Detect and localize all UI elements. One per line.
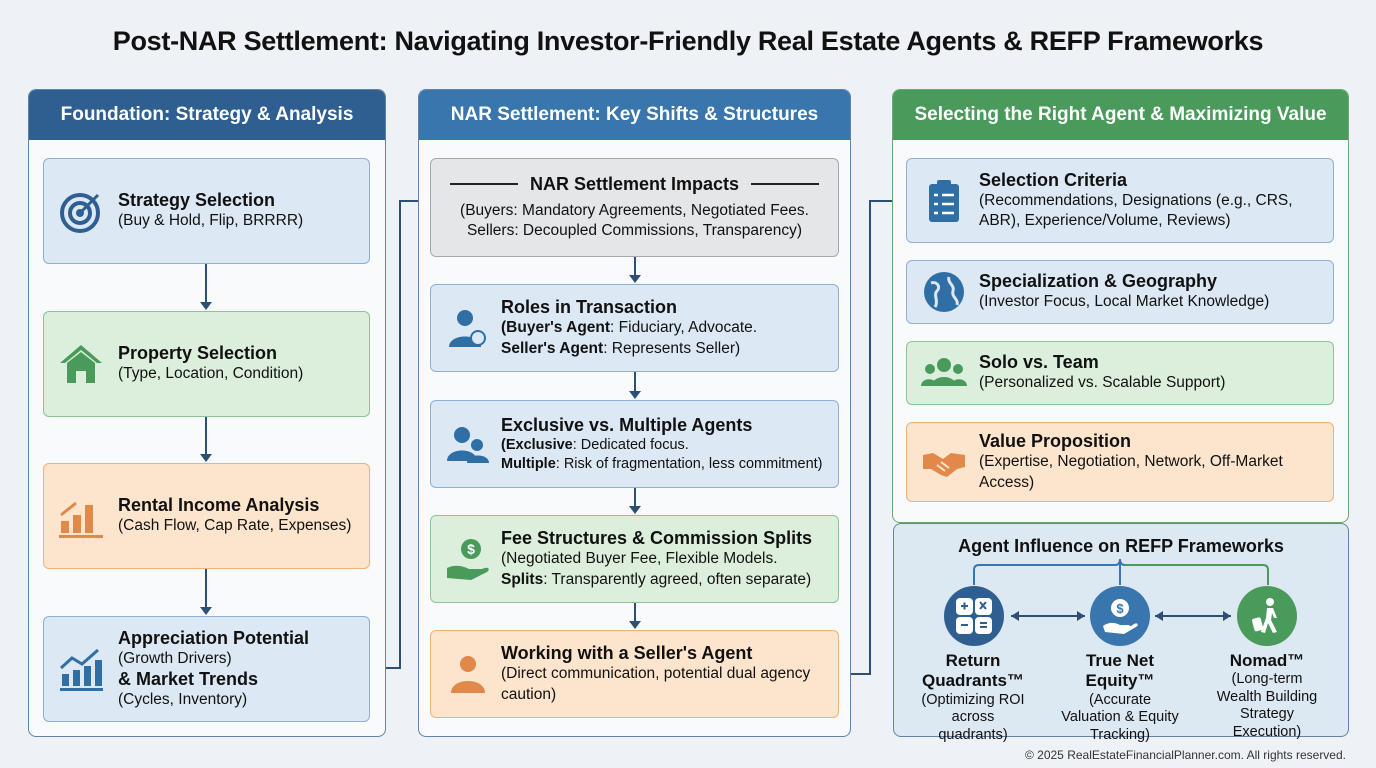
label-bold: Seller's Agent [501, 339, 604, 357]
flow-arrow [629, 257, 641, 283]
card-title: Property Selection [118, 343, 278, 364]
card-title: Rental Income Analysis [118, 495, 320, 516]
card-title: Selection Criteria [979, 169, 1128, 190]
card-title-2: & Market Trends [118, 669, 259, 689]
label-bold: Splits [501, 570, 544, 588]
card-subtitle-2: (Cycles, Inventory) [118, 691, 248, 708]
flow-arrow [629, 603, 641, 629]
flow-arrow [200, 569, 212, 615]
refp-title: Agent Influence on REFP Frameworks [958, 536, 1284, 556]
card-subtitle: (Negotiated Buyer Fee, Flexible Models. [501, 550, 778, 568]
framework-desc: (Accurate Valuation & Equity Tracking) [1061, 691, 1179, 743]
card-subtitle: (Type, Location, Condition) [118, 365, 304, 383]
card-title: Value Proposition [979, 431, 1132, 452]
card-title: Exclusive vs. Multiple Agents [501, 414, 753, 435]
card-title: Specialization & Geography [979, 271, 1218, 292]
column-header: Foundation: Strategy & Analysis [29, 90, 385, 140]
card-subtitle: (Investor Focus, Local Market Knowledge) [979, 293, 1270, 311]
card-exclusive-vs-multiple: Exclusive vs. Multiple Agents(Exclusive:… [430, 400, 839, 488]
label-text: : Fiduciary, Advocate. [610, 319, 758, 337]
nomad-traveler-icon [1237, 586, 1297, 646]
framework-name: Return [945, 651, 1001, 670]
divider-line [449, 183, 518, 186]
house-icon [60, 345, 102, 383]
label-text: : Dedicated focus. [572, 436, 689, 453]
card-title: Fee Structures & Commission Splits [501, 528, 813, 549]
card-subtitle: (Direct communication, potential dual ag… [501, 665, 811, 703]
svg-text:$: $ [467, 541, 475, 557]
clipboard-icon [929, 179, 959, 222]
card-subtitle: (Growth Drivers) [118, 649, 232, 667]
card-subtitle: (Expertise, Negotiation, Network, Off-Ma… [979, 453, 1283, 491]
card-sellers-agent: Working with a Seller's Agent(Direct com… [430, 630, 839, 718]
team-icon [921, 358, 967, 386]
target-icon [60, 193, 100, 233]
agent-icon [449, 310, 486, 347]
card-title: Strategy Selection [118, 190, 276, 211]
card-nar-impacts: NAR Settlement Impacts (Buyers: Mandator… [430, 158, 839, 257]
label-text: : Transparently agreed, often separate) [543, 570, 812, 588]
true-net-equity-icon: $ [1090, 586, 1150, 646]
label-text: : Risk of fragmentation, less commitment… [555, 455, 823, 472]
card-title: Appreciation Potential [118, 627, 310, 648]
card-strategy-selection: Strategy Selection(Buy & Hold, Flip, BRR… [43, 158, 370, 264]
card-subtitle: (Recommendations, Designations (e.g., CR… [979, 191, 1293, 229]
copyright: © 2025 RealEstateFinancialPlanner.com. A… [1024, 748, 1346, 762]
label-bold: Multiple [501, 455, 556, 472]
card-appreciation-potential: Appreciation Potential(Growth Drivers) & … [43, 616, 370, 722]
flow-arrow [200, 417, 212, 462]
page-title: Post-NAR Settlement: Navigating Investor… [112, 26, 1264, 56]
refp-connectors [973, 558, 1269, 621]
card-selection-criteria: Selection Criteria(Recommendations, Desi… [906, 158, 1334, 243]
card-title: Solo vs. Team [979, 352, 1099, 373]
card-rental-income-analysis: Rental Income Analysis(Cash Flow, Cap Ra… [43, 463, 370, 569]
return-quadrants-icon [944, 586, 1004, 646]
bar-chart-icon [59, 501, 103, 538]
framework-nomad: Nomad™(Long-term Wealth Building Strateg… [1197, 651, 1337, 741]
framework-name: True Net [1085, 651, 1155, 670]
column-header: NAR Settlement: Key Shifts & Structures [419, 90, 850, 140]
framework-desc: (Optimizing ROI across quadrants) [921, 691, 1025, 743]
framework-name: Nomad™ [1229, 651, 1305, 670]
card-title: Working with a Seller's Agent [501, 643, 753, 664]
framework-name-2: Quadrants™ [921, 671, 1025, 691]
card-subtitle: (Personalized vs. Scalable Support) [979, 374, 1226, 392]
divider-line [751, 183, 820, 186]
label-bold: (Exclusive [501, 436, 573, 453]
column-header: Selecting the Right Agent & Maximizing V… [893, 90, 1348, 140]
svg-text:$: $ [1116, 601, 1124, 616]
money-hand-icon: $ [447, 539, 489, 580]
card-subtitle: (Cash Flow, Cap Rate, Expenses) [118, 517, 352, 535]
card-specialization-geography: Specialization & Geography(Investor Focu… [906, 260, 1334, 324]
label-text: : Represents Seller) [603, 339, 741, 357]
people-icon [447, 427, 489, 463]
card-subtitle: (Buy & Hold, Flip, BRRRR) [118, 212, 304, 230]
label-bold: (Buyer's Agent [501, 319, 611, 337]
framework-desc: (Long-term Wealth Building Strategy Exec… [1216, 671, 1318, 740]
globe-icon [924, 272, 964, 312]
handshake-icon [923, 453, 965, 477]
framework-name-2: Equity™ [1085, 671, 1155, 691]
person-icon [451, 656, 485, 693]
card-subtitle-2: Sellers: Decoupled Commissions, Transpar… [466, 222, 803, 239]
card-value-proposition: Value Proposition(Expertise, Negotiation… [906, 422, 1334, 502]
card-roles-in-transaction: Roles in Transaction(Buyer's Agent: Fidu… [430, 284, 839, 372]
flow-arrow [629, 488, 641, 514]
card-property-selection: Property Selection(Type, Location, Condi… [43, 311, 370, 417]
card-title: NAR Settlement Impacts [529, 173, 740, 194]
trend-chart-icon [59, 648, 103, 691]
card-fee-structures: $ Fee Structures & Commission Splits(Neg… [430, 515, 839, 603]
card-title: Roles in Transaction [501, 297, 678, 318]
flow-arrow [200, 264, 212, 310]
card-solo-vs-team: Solo vs. Team(Personalized vs. Scalable … [906, 341, 1334, 405]
flow-arrow [629, 372, 641, 399]
card-subtitle: (Buyers: Mandatory Agreements, Negotiate… [460, 201, 809, 219]
